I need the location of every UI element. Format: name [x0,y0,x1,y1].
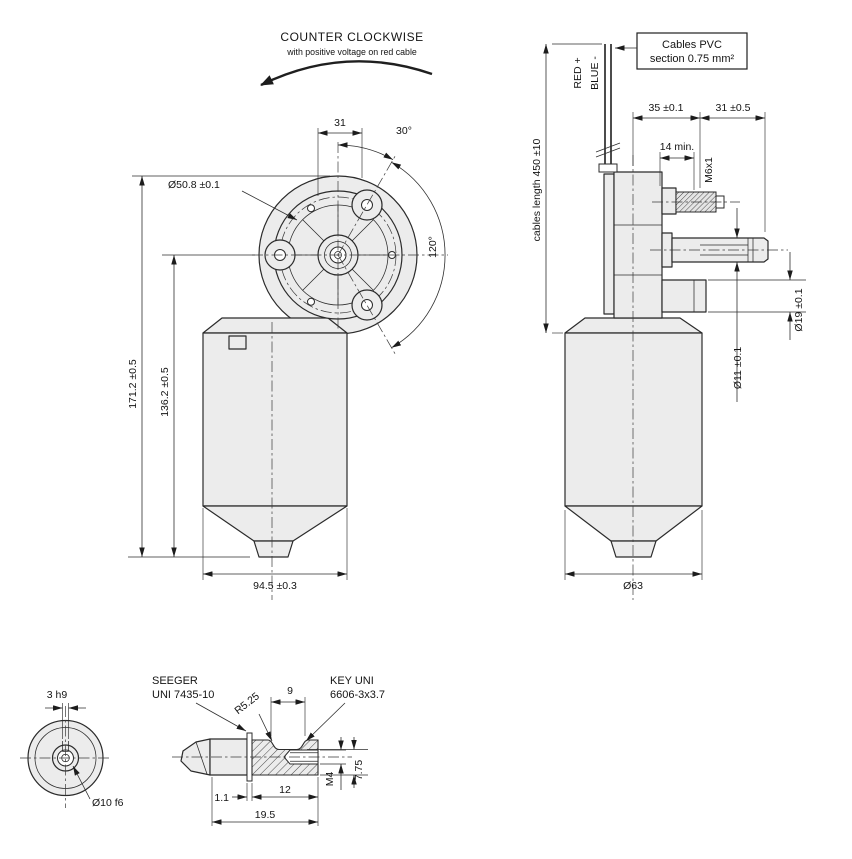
section-labels: SEEGER UNI 7435-10 KEY UNI 6606-3x3.7 R5… [152,675,385,742]
dim-boss-dia: Ø19 ±0.1 [793,288,805,331]
side-view: RED + BLUE - Cables PVC section 0.75 mm²… [531,32,806,600]
front-centerlines [252,142,448,600]
cable-note-line2: section 0.75 mm² [650,53,735,65]
tap-m4-label: M4 [324,772,336,787]
dim-angle-120: 120° [427,236,439,258]
gearbox-side [603,171,769,319]
dim-thread-length: 14 min. [660,141,694,153]
key-spec-line2: 6606-3x3.7 [330,689,385,701]
dim-total-height: 171.2 ±0.5 [127,359,139,409]
output-shaft [671,237,769,263]
dim-shaft-length: 19.5 [255,809,276,821]
shaft-end-view: 3 h9 Ø10 f6 [20,689,124,809]
motor-body-side [564,317,703,558]
seeger-label-line1: SEEGER [152,675,198,687]
motor-body-front [202,317,348,558]
front-dimensions: 31 30° 120° Ø50.8 ±0.1 171.2 ±0.5 136.2 … [127,117,446,592]
cables [595,44,621,173]
dim-key-width: 3 h9 [47,689,68,701]
end-view-centerlines [20,706,112,808]
dim-angle-30: 30° [396,125,412,137]
key-spec-line1: KEY UNI [330,675,374,687]
dim-bolt-circle: Ø50.8 ±0.1 [168,179,220,191]
dim-motor-dia: Ø63 [623,580,643,592]
cable-red-label: RED + [572,57,584,88]
section-dimensions: 9 1.1 12 19.5 M4 7.75 [211,685,368,826]
cable-note-box: Cables PVC section 0.75 mm² [615,32,748,70]
end-view-dimensions: 3 h9 Ø10 f6 [45,689,124,809]
dim-top-width: 31 [334,117,346,129]
dim-body-width: 94.5 ±0.3 [253,580,297,592]
cable-note-line1: Cables PVC [662,39,722,51]
m4-tapped-hole [283,749,319,765]
seeger-label-line2: UNI 7435-10 [152,689,214,701]
shaft-section-view: SEEGER UNI 7435-10 KEY UNI 6606-3x3.7 R5… [152,675,385,826]
rotation-direction-label: COUNTER CLOCKWISE [280,30,423,44]
shaft-fit-label: Ø10 f6 [92,797,124,809]
side-centerlines [632,155,788,600]
counter-clockwise-arrow-icon [260,60,433,87]
dim-thread-depth: 12 [279,784,291,796]
dim-cable-length: cables length 450 ±10 [531,139,543,242]
cable-blue-label: BLUE - [589,56,601,90]
dim-key-length: 9 [287,685,293,697]
dim-body-height: 136.2 ±0.5 [159,367,171,417]
rotation-direction-sublabel: with positive voltage on red cable [286,47,417,57]
front-view: COUNTER CLOCKWISE with positive voltage … [127,30,448,600]
dim-key-depth: 7.75 [353,760,365,781]
dim-shaft-31: 31 ±0.5 [716,102,751,114]
thread-m6-label: M6x1 [703,157,715,183]
dim-pocket-radius: R5.25 [232,690,262,717]
side-dimensions: cables length 450 ±10 35 ±0.1 31 ±0.5 14… [531,43,806,592]
dim-groove-width: 1.1 [214,792,229,804]
mounting-bosses [264,189,383,321]
dim-shaft-dia: Ø11 ±0.1 [732,347,744,390]
dim-shaft-35: 35 ±0.1 [649,102,684,114]
